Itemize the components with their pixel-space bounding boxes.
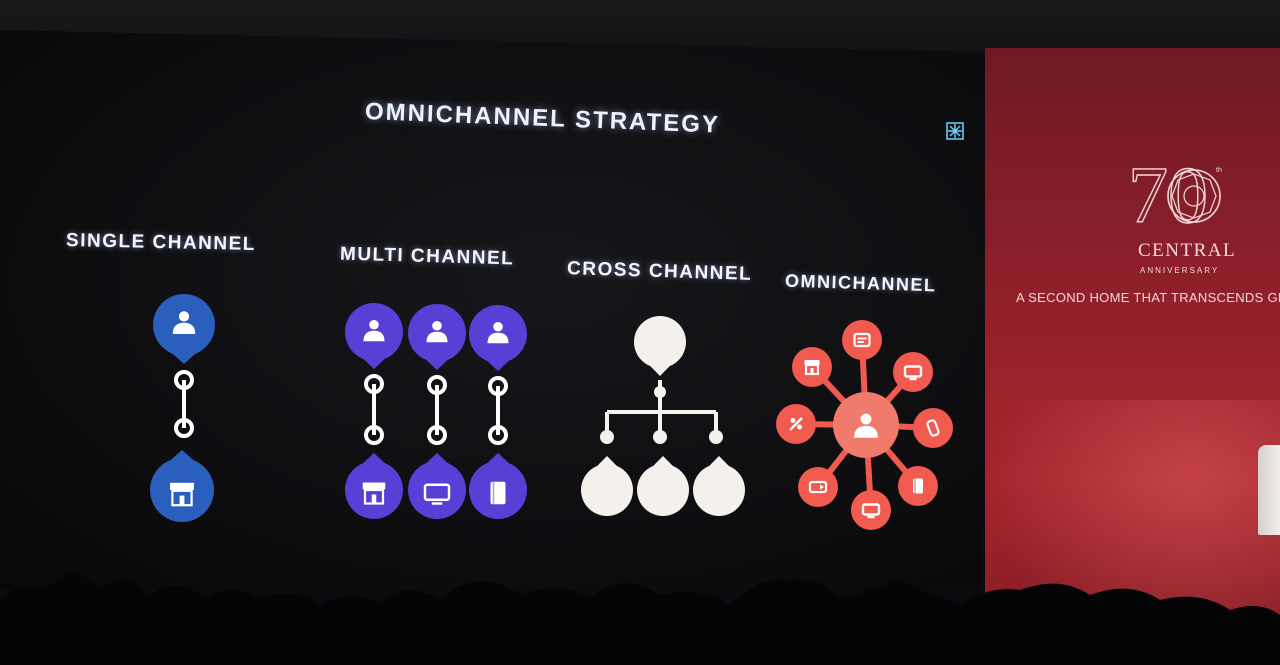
cross-channel-node-2 (637, 456, 689, 516)
omni-channel-node-1 (842, 320, 882, 360)
omni-channel-node-8 (792, 347, 832, 387)
omni-channel-node-6 (798, 467, 838, 507)
catalog-icon (853, 332, 871, 348)
store-icon (804, 360, 820, 376)
brand-name: CENTRAL (1138, 240, 1237, 261)
book-icon (490, 481, 506, 505)
logo-ring (1167, 169, 1221, 223)
person-icon (363, 319, 385, 342)
person-icon (426, 320, 448, 343)
logo-icon (946, 122, 964, 140)
multi-connector-1 (364, 374, 384, 445)
tv-icon (861, 503, 881, 519)
tv-icon (903, 365, 923, 381)
anniversary-70-logo: 70 th (1128, 151, 1222, 235)
omni-channel-node-5 (851, 490, 891, 530)
store-icon (170, 482, 194, 507)
single-connector (174, 370, 194, 438)
cross-customer-node (634, 316, 686, 376)
audience-silhouettes (0, 574, 1280, 665)
cross-channel-node-1 (581, 456, 633, 516)
person-icon (854, 413, 878, 438)
tools-icon (789, 417, 803, 431)
multi-connector-2 (427, 375, 447, 445)
multi-connector-3 (488, 376, 508, 445)
mobile-icon (926, 419, 940, 437)
store-icon (362, 482, 386, 505)
omni-channel-node-2 (893, 352, 933, 392)
cross-tree-connector (600, 380, 723, 444)
omni-customer-hub (833, 392, 899, 458)
anniversary-banner (985, 48, 1280, 665)
omni-channel-node-3 (913, 408, 953, 448)
tv-icon (423, 483, 451, 505)
person-icon (172, 311, 196, 334)
brand-subtitle: ANNIVERSARY (1140, 266, 1220, 275)
logo-octagon (1171, 173, 1217, 219)
person-icon (487, 321, 509, 344)
banner-tagline: A SECOND HOME THAT TRANSCENDS GEN (1016, 290, 1280, 305)
cross-channel-node-3 (693, 456, 745, 516)
anniversary-superscript: th (1216, 167, 1222, 174)
ticket-icon (808, 480, 828, 494)
multi-channel-node-2 (408, 453, 466, 519)
channel-diagram (150, 294, 953, 530)
speaker-silhouette (1258, 445, 1280, 535)
book-icon (913, 478, 923, 494)
logo-core (1183, 185, 1205, 207)
